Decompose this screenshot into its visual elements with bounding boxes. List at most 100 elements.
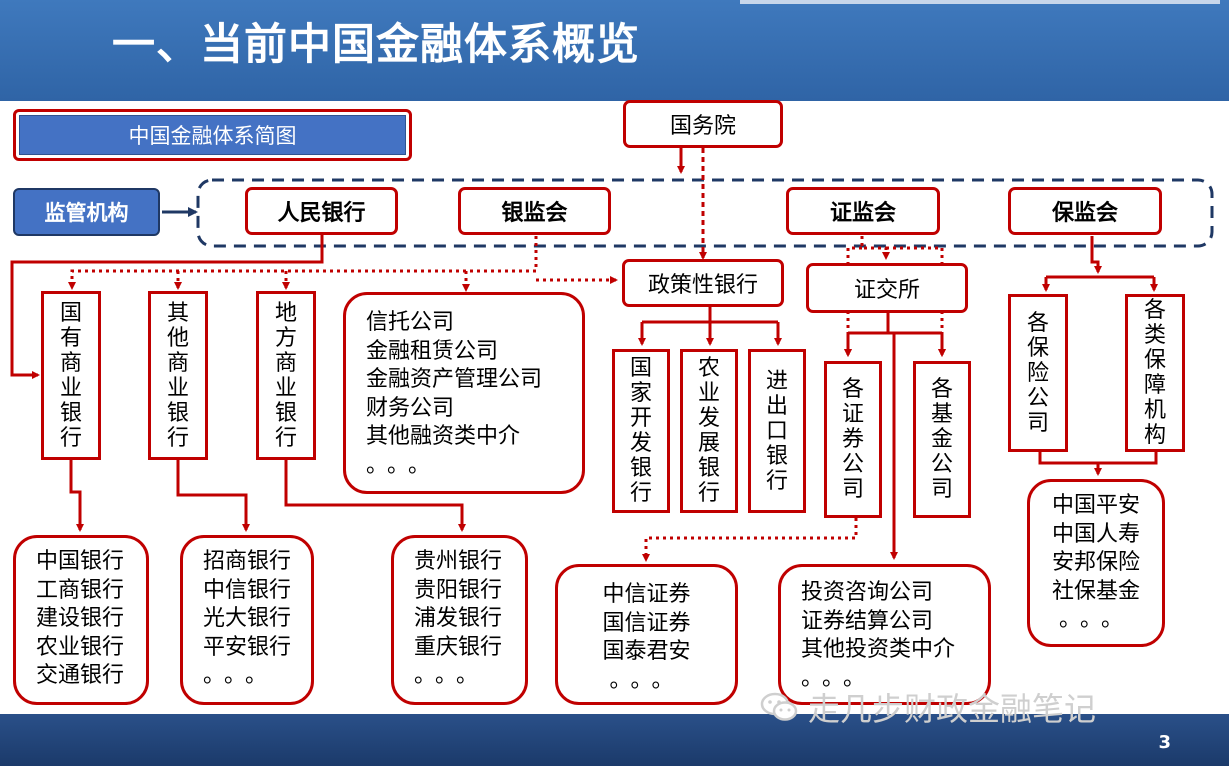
list-item: 社保基金 [1051, 578, 1140, 604]
exim-box: 进出口银行 [748, 349, 806, 513]
pboc-box: 人民银行 [245, 187, 398, 235]
csrc-box: 证监会 [786, 187, 940, 235]
regulators-label: 监管机构 [13, 188, 160, 236]
list-item: 银 [166, 400, 189, 426]
list-item: 财务公司 [366, 395, 455, 421]
list-item: 口 [765, 418, 788, 444]
other-commercial-examples-box: 招商银行中信银行光大银行平安银行。。。 [180, 535, 314, 705]
list-item: 业 [697, 381, 720, 406]
list-item: 各 [841, 377, 864, 402]
adbc-label: 农业发展银行 [698, 356, 720, 506]
list-item: 展 [697, 431, 720, 456]
insurers-label: 各保险公司 [1027, 311, 1049, 436]
list-item: 开 [629, 406, 652, 431]
list-item: 国 [629, 356, 652, 381]
list-item: 中国银行 [36, 549, 125, 574]
list-item: 中信银行 [203, 577, 292, 603]
exim-label: 进出口银行 [766, 369, 788, 494]
cdb-box: 国家开发银行 [612, 349, 670, 513]
list-item: 安邦保险 [1051, 550, 1140, 575]
list-item: 家 [629, 381, 652, 406]
list-item: 。。。 [609, 667, 684, 693]
list-item: 公 [930, 452, 953, 477]
regulator-frame [196, 178, 1214, 248]
list-item: 方 [274, 325, 297, 351]
insurance-examples-box: 中国平安中国人寿安邦保险社保基金。。。 [1027, 479, 1165, 647]
exchange-box: 证交所 [806, 263, 968, 313]
list-item: 重庆银行 [414, 634, 503, 660]
list-item: 构 [1143, 423, 1166, 448]
list-item: 行 [629, 481, 652, 506]
slide-title: 一、当前中国金融体系概览 [112, 20, 640, 70]
fund-cos-label: 各基金公司 [931, 377, 953, 502]
list-item: 金 [930, 427, 953, 452]
list-item: 投资咨询公司 [801, 580, 934, 605]
list-item: 业 [166, 375, 189, 401]
list-item: 平安银行 [203, 634, 292, 660]
list-item: 金融资产管理公司 [366, 367, 543, 393]
title-bar [0, 0, 1229, 101]
list-item: 金融租赁公司 [366, 338, 499, 364]
list-item: 商 [274, 350, 297, 376]
list-item: 保 [1026, 335, 1049, 361]
list-item: 证 [841, 402, 864, 427]
list-item: 银 [274, 400, 297, 426]
list-item: 其他融资类中介 [366, 424, 521, 450]
watermark: 走几步财政金融笔记 [760, 684, 1096, 730]
list-item: 信托公司 [366, 310, 455, 335]
list-item: 行 [765, 468, 788, 494]
list-item: 。。。 [366, 452, 441, 478]
list-item: 发 [629, 431, 652, 456]
list-item: 中国人寿 [1051, 521, 1140, 547]
list-item: 农 [697, 356, 720, 381]
list-item: 各 [930, 377, 953, 402]
legend-label: 中国金融体系简图 [19, 115, 406, 155]
list-item: 交通银行 [36, 663, 125, 688]
list-item: 出 [765, 393, 788, 419]
list-item: 险 [1026, 360, 1049, 386]
list-item: 。。。 [414, 663, 489, 688]
list-item: 司 [841, 477, 864, 502]
list-item: 有 [59, 325, 82, 351]
list-item: 司 [930, 477, 953, 502]
list-item: 建设银行 [36, 606, 125, 631]
policy-banks-box: 政策性银行 [622, 259, 784, 307]
list-item: 。。。 [203, 663, 278, 688]
watermark-text: 走几步财政金融笔记 [808, 690, 1097, 728]
list-item: 各 [1143, 298, 1166, 323]
list-item: 类 [1143, 323, 1166, 348]
list-item: 银 [697, 456, 720, 481]
securities-cos-box: 各证券公司 [824, 361, 882, 518]
list-item: 行 [166, 425, 189, 451]
list-item: 公 [1026, 385, 1049, 411]
list-item: 银 [765, 443, 788, 469]
list-item: 障 [1143, 373, 1166, 398]
list-item: 保 [1143, 348, 1166, 373]
fund-cos-box: 各基金公司 [913, 361, 971, 518]
list-item: 。。。 [801, 665, 876, 691]
list-item: 地 [274, 300, 297, 326]
list-item: 其他投资类中介 [801, 637, 956, 662]
list-item: 进 [765, 368, 788, 394]
list-item: 证券结算公司 [801, 608, 934, 634]
state-owned-banks-box: 国有商业银行 [41, 291, 101, 460]
title-bar-accent [740, 0, 1220, 4]
cdb-label: 国家开发银行 [630, 356, 652, 506]
local-banks-label: 地方商业银行 [275, 301, 297, 451]
list-item: 银 [59, 400, 82, 426]
insurers-box: 各保险公司 [1008, 294, 1068, 452]
list-item: 行 [697, 481, 720, 506]
list-item: 他 [166, 325, 189, 351]
list-item: 光大银行 [203, 606, 292, 631]
list-item: 商 [59, 350, 82, 376]
local-examples-box: 贵州银行贵阳银行浦发银行重庆银行。。。 [391, 535, 528, 705]
list-item: 国信证券 [602, 610, 691, 636]
list-item: 行 [59, 425, 82, 451]
list-item: 银 [629, 456, 652, 481]
list-item: 国泰君安 [602, 639, 691, 664]
securities-cos-label: 各证券公司 [842, 377, 864, 502]
state-owned-examples-box: 中国银行工商银行建设银行农业银行交通银行 [13, 535, 149, 705]
adbc-box: 农业发展银行 [680, 349, 738, 513]
list-item: 发 [697, 406, 720, 431]
